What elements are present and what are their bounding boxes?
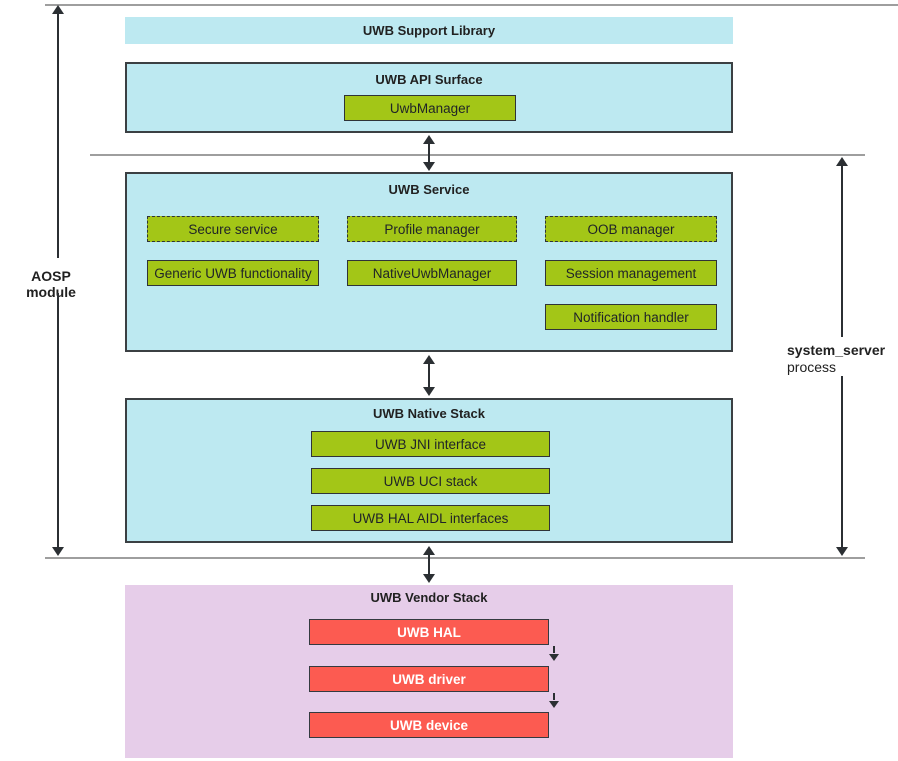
arrow-shaft <box>57 13 59 258</box>
aosp-module-scope-arrow-lower <box>52 293 64 556</box>
nativeuwbmanager-box: NativeUwbManager <box>347 260 517 286</box>
uwb-native-stack-box: UWB Native Stack UWB JNI interface UWB U… <box>125 398 733 543</box>
arrow-shaft <box>841 376 843 548</box>
arrow-shaft <box>428 554 430 575</box>
arrow-shaft <box>841 165 843 337</box>
secure-service-box: Secure service <box>147 216 319 242</box>
uwb-hal-aidl-interfaces-box: UWB HAL AIDL interfaces <box>311 505 550 531</box>
arrow-shaft <box>553 646 555 653</box>
system-server-process-label: process <box>787 359 837 375</box>
uwb-driver-box: UWB driver <box>309 666 549 692</box>
arrowhead-down-icon <box>549 654 559 661</box>
uwb-vendor-stack-box: UWB Vendor Stack UWB HAL UWB driver UWB … <box>125 585 733 758</box>
native-vendor-bidirectional-arrow <box>423 546 435 583</box>
arrowhead-up-icon <box>836 157 848 166</box>
arrowhead-down-icon <box>836 547 848 556</box>
system-server-scope-arrow-upper <box>836 157 848 337</box>
arrowhead-down-icon <box>423 574 435 583</box>
boundary-line-middle <box>90 154 865 156</box>
arrowhead-down-icon <box>423 162 435 171</box>
uwb-api-surface-title: UWB API Surface <box>375 72 483 87</box>
uwb-support-library-bar: UWB Support Library <box>125 17 733 44</box>
uwb-jni-interface-box: UWB JNI interface <box>311 431 550 457</box>
aosp-module-label: AOSP module <box>26 268 76 300</box>
api-service-bidirectional-arrow <box>423 135 435 171</box>
session-management-box: Session management <box>545 260 717 286</box>
oob-manager-box: OOB manager <box>545 216 717 242</box>
arrow-shaft <box>428 143 430 163</box>
arrowhead-down-icon <box>423 387 435 396</box>
uwb-service-box: UWB Service Secure service Profile manag… <box>125 172 733 352</box>
service-native-bidirectional-arrow <box>423 355 435 396</box>
system-server-scope-arrow-lower <box>836 376 848 556</box>
hal-driver-arrow <box>549 646 559 661</box>
uwb-uci-stack-box: UWB UCI stack <box>311 468 550 494</box>
generic-uwb-functionality-box: Generic UWB functionality <box>147 260 319 286</box>
uwb-service-title: UWB Service <box>388 182 470 197</box>
arrowhead-up-icon <box>423 135 435 144</box>
arrowhead-up-icon <box>423 546 435 555</box>
arrowhead-up-icon <box>52 5 64 14</box>
uwb-api-surface-box: UWB API Surface UwbManager <box>125 62 733 133</box>
uwb-hal-box: UWB HAL <box>309 619 549 645</box>
arrow-shaft <box>553 693 555 700</box>
uwb-native-stack-title: UWB Native Stack <box>373 406 485 421</box>
system-server-label-group: system_server process <box>787 342 885 376</box>
uwb-device-box: UWB device <box>309 712 549 738</box>
arrow-shaft <box>57 293 59 548</box>
uwb-vendor-stack-title: UWB Vendor Stack <box>370 590 488 605</box>
profile-manager-box: Profile manager <box>347 216 517 242</box>
arrowhead-down-icon <box>52 547 64 556</box>
boundary-line-top <box>45 4 898 6</box>
uwb-support-library-title: UWB Support Library <box>362 23 496 38</box>
aosp-module-scope-arrow-upper <box>52 5 64 258</box>
system-server-label: system_server <box>787 342 886 358</box>
arrowhead-down-icon <box>549 701 559 708</box>
arrowhead-up-icon <box>423 355 435 364</box>
boundary-line-bottom <box>45 557 865 559</box>
arrow-shaft <box>428 363 430 388</box>
uwbmanager-box: UwbManager <box>344 95 516 121</box>
notification-handler-box: Notification handler <box>545 304 717 330</box>
driver-device-arrow <box>549 693 559 708</box>
